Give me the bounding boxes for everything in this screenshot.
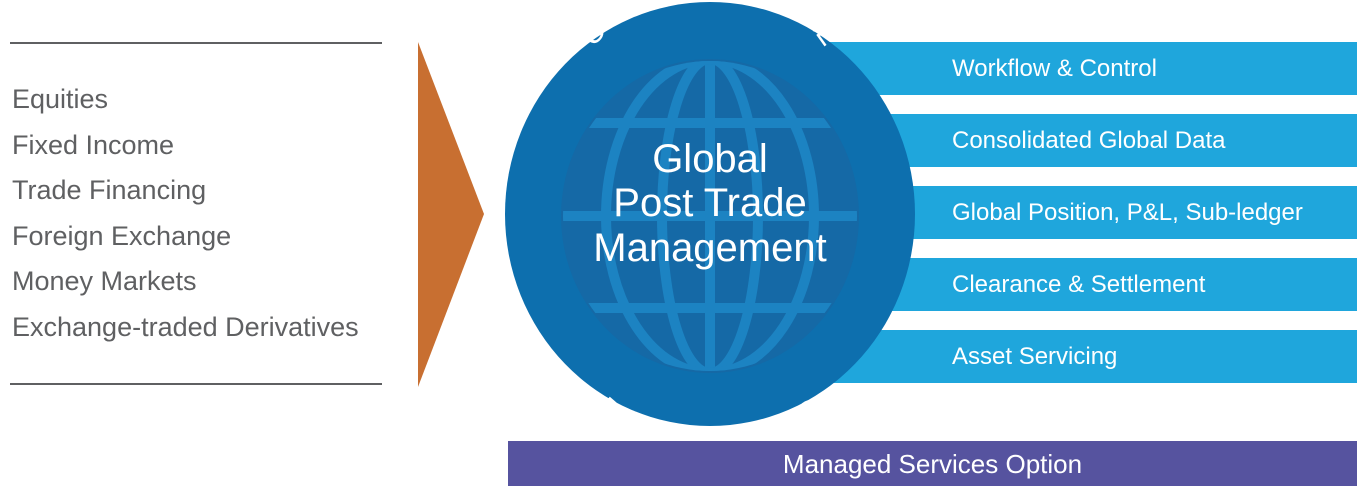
asset-class-item: Money Markets — [12, 266, 197, 297]
service-bar-label: Asset Servicing — [952, 343, 1118, 370]
globe-title-line-1: Global — [652, 137, 768, 181]
service-bar-label: Global Position, P&L, Sub-ledger — [952, 199, 1303, 226]
managed-services-label: Managed Services Option — [782, 449, 1083, 479]
asset-class-item: Foreign Exchange — [12, 220, 232, 251]
globe-grid-icon — [563, 61, 857, 371]
asset-class-item: Equities — [12, 84, 109, 114]
flow-arrow — [418, 42, 484, 387]
service-bar-label: Consolidated Global Data — [952, 127, 1226, 154]
service-bar-label: Clearance & Settlement — [952, 271, 1206, 298]
managed-services-bar: Managed Services Option — [508, 441, 1357, 486]
top-divider — [10, 42, 382, 44]
bottom-divider — [10, 383, 382, 385]
asset-class-list: Equities Fixed Income Trade Financing Fo… — [12, 77, 359, 351]
asset-class-item: Exchange-traded Derivatives — [12, 311, 359, 342]
globe-graphic: UNIFIED PORTAL DATA FABRIC Global Post T… — [505, 0, 915, 467]
service-bar-label: Workflow & Control — [952, 55, 1157, 82]
globe-title-line-2: Post Trade — [613, 181, 806, 225]
asset-class-item: Fixed Income — [12, 129, 175, 160]
asset-class-item: Trade Financing — [12, 175, 207, 206]
globe-title-line-3: Management — [593, 226, 826, 270]
